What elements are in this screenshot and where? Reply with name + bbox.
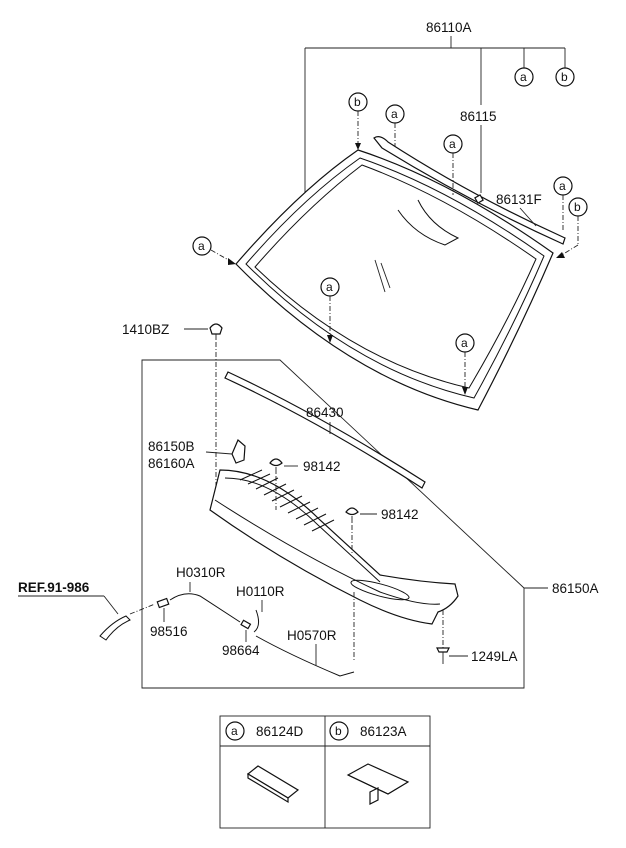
label-86150B: 86150B — [148, 439, 195, 454]
screw-98142-upper — [269, 458, 298, 510]
svg-text:a: a — [449, 137, 456, 151]
label-98516: 98516 — [150, 624, 188, 639]
legend-b-part: 86123A — [360, 724, 407, 739]
callout-b-right: b — [556, 197, 588, 258]
label-98664: 98664 — [222, 643, 260, 658]
group-86110A-bracket — [304, 36, 566, 200]
legend-b-pad-image — [346, 763, 410, 805]
clip-1410BZ — [184, 323, 223, 500]
callout-a-bottom-right: a — [455, 333, 475, 395]
hose-H0310R — [169, 582, 241, 623]
label-1249LA: 1249LA — [471, 649, 518, 664]
svg-text:b: b — [561, 70, 568, 84]
legend-a-pad-image — [246, 765, 300, 804]
screw-98142-lower — [345, 507, 377, 555]
moulding-86131F — [373, 136, 566, 245]
label-86115: 86115 — [460, 109, 497, 124]
label-86110A: 86110A — [426, 20, 472, 35]
weatherstrip-86430 — [224, 371, 426, 489]
callout-a-right: a — [553, 176, 573, 232]
callout-a-top-right: a — [514, 67, 534, 87]
callout-b-top-left: b — [348, 92, 368, 150]
group-86150A-box — [141, 359, 548, 689]
bolt-1249LA — [436, 647, 468, 664]
label-1410BZ: 1410BZ — [122, 322, 169, 337]
legend-table — [219, 715, 431, 829]
svg-text:a: a — [520, 70, 527, 84]
callout-a-top-1: a — [385, 104, 405, 146]
part-86150B-86160A — [205, 439, 246, 464]
cowl-panel — [209, 469, 459, 660]
windshield-glass — [235, 149, 554, 411]
connector-98664 — [240, 619, 252, 642]
hose-H0570R — [255, 635, 355, 677]
label-86160A: 86160A — [148, 456, 195, 471]
label-H0110R: H0110R — [236, 584, 285, 599]
callout-a-center: a — [320, 277, 340, 343]
svg-text:a: a — [231, 724, 238, 738]
label-98142-lower: 98142 — [381, 507, 419, 522]
connector-98516 — [156, 597, 170, 622]
legend-a-header: a 86124D — [225, 721, 304, 741]
legend-b-header: b 86123A — [329, 721, 407, 741]
callout-a-left: a — [192, 236, 236, 265]
label-98142-upper: 98142 — [303, 459, 341, 474]
label-H0310R: H0310R — [176, 565, 226, 580]
ref-91-986-hose — [18, 595, 156, 641]
callout-a-top-2: a — [443, 134, 463, 195]
label-86150A: 86150A — [552, 581, 599, 596]
part-86115 — [474, 125, 484, 204]
svg-text:a: a — [326, 280, 333, 294]
svg-text:b: b — [354, 95, 361, 109]
leader-86131F — [519, 207, 537, 227]
svg-text:a: a — [391, 107, 398, 121]
label-86131F: 86131F — [496, 192, 542, 207]
label-REF-91-986: REF.91-986 — [18, 580, 90, 595]
svg-text:b: b — [335, 724, 342, 738]
svg-text:a: a — [198, 239, 205, 253]
label-H0570R: H0570R — [287, 628, 337, 643]
svg-text:b: b — [574, 200, 581, 214]
hose-H0110R — [253, 600, 263, 633]
svg-text:a: a — [461, 336, 468, 350]
legend-a-part: 86124D — [256, 724, 304, 739]
callout-b-top-right: b — [555, 67, 575, 87]
svg-text:a: a — [559, 179, 566, 193]
label-86430: 86430 — [306, 405, 344, 420]
